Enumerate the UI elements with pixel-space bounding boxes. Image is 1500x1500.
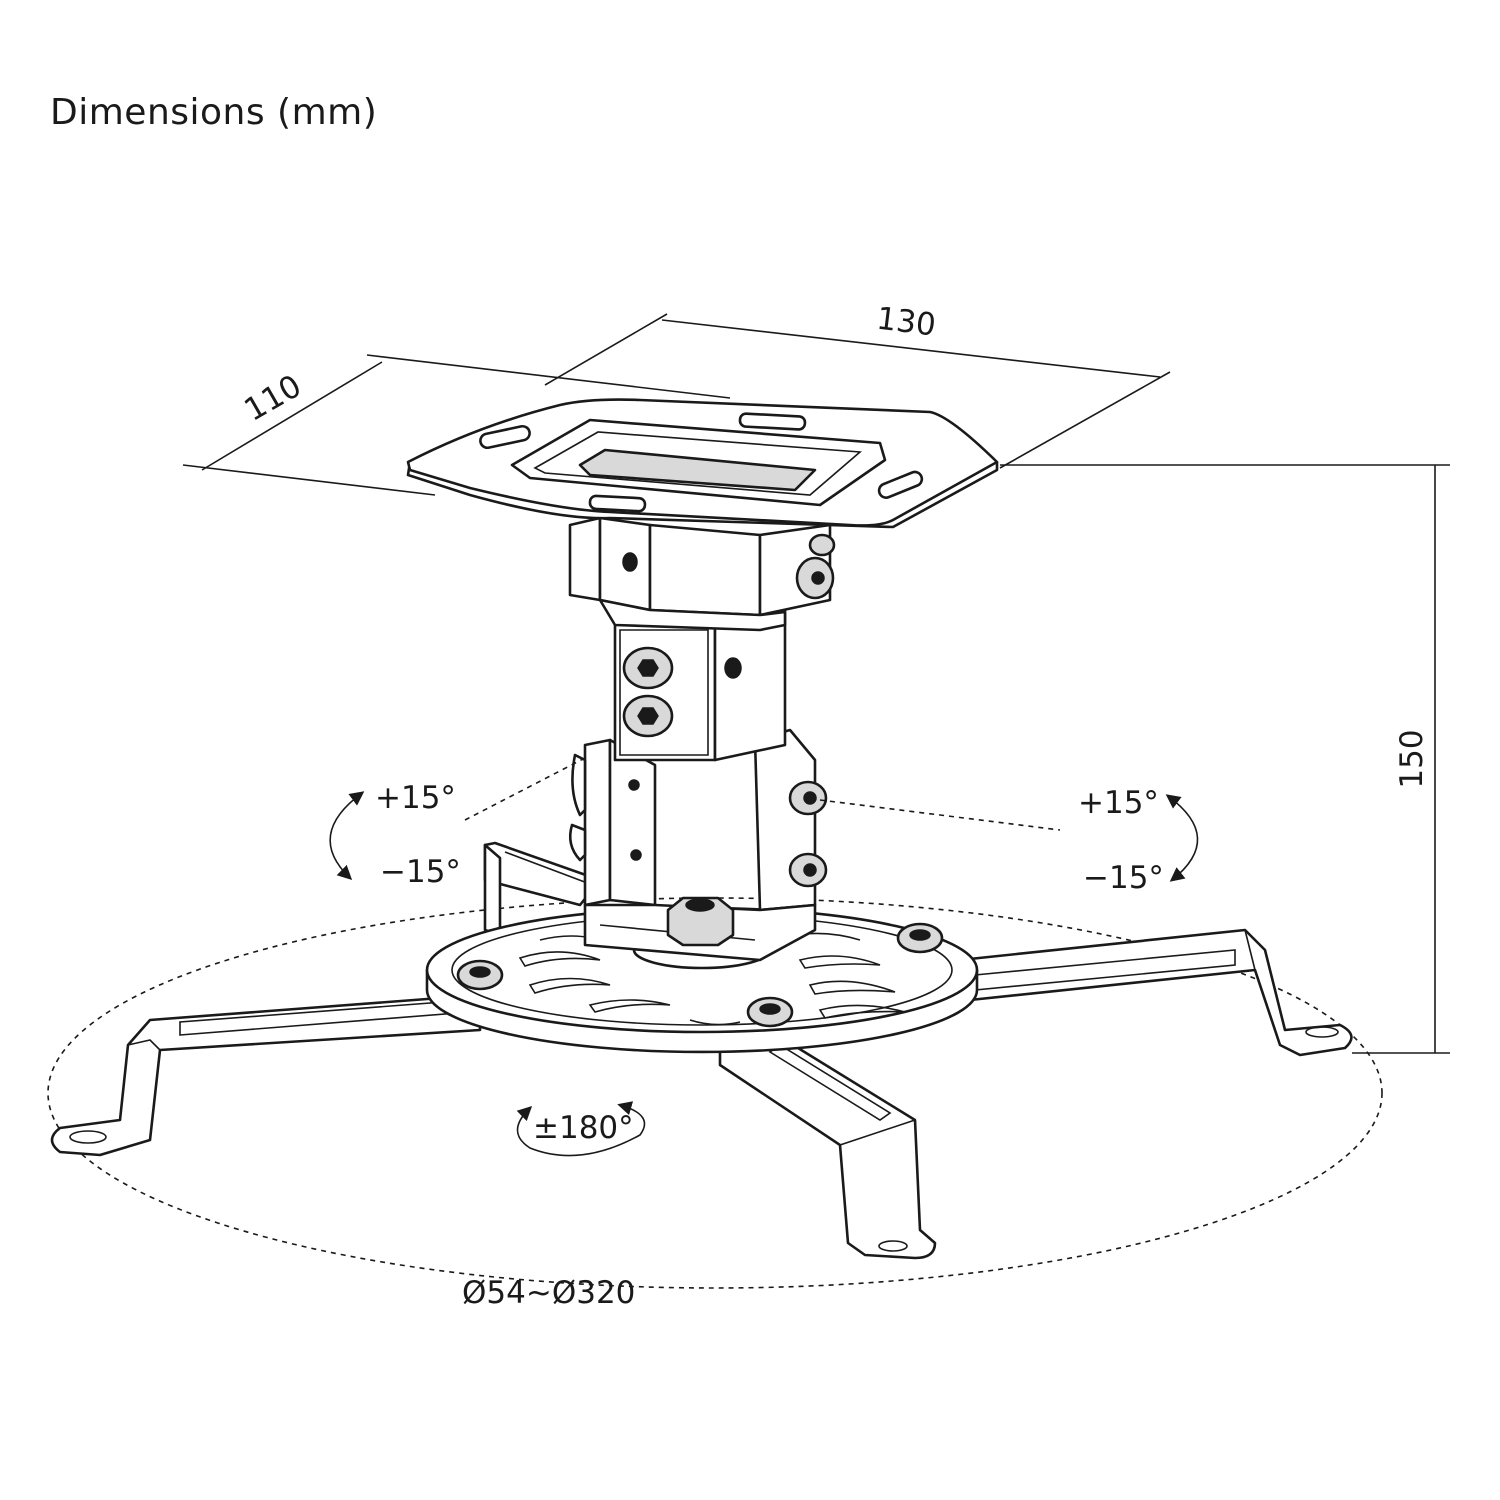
extension-tube [613, 608, 787, 762]
tilt-left-down-label: −15° [380, 854, 461, 890]
tilt-right-up-label: +15° [1078, 785, 1159, 821]
tilt-arrow-left-icon [329, 791, 365, 880]
mount-diameter-label: Ø54~Ø320 [462, 1275, 635, 1311]
lower-yoke [568, 728, 828, 962]
upper-yoke [568, 516, 836, 632]
height-label: 150 [1394, 729, 1430, 788]
plate-depth-label: 110 [238, 368, 307, 429]
tilt-right-down-label: −15° [1083, 860, 1164, 896]
rotation-arrow-icon [516, 1101, 646, 1157]
tilt-indicators [329, 757, 1199, 882]
tilt-arrow-right-icon [1165, 794, 1199, 882]
mount-legs [50, 841, 1353, 1260]
plate-width-label: 130 [875, 301, 938, 344]
rotation-label: ±180° [533, 1110, 634, 1146]
diagram-title: Dimensions (mm) [50, 92, 378, 133]
ceiling-plate [406, 398, 999, 529]
rotation-circle [47, 897, 1383, 1289]
rotation-indicator [516, 1101, 646, 1157]
tilt-left-up-label: +15° [375, 780, 456, 816]
